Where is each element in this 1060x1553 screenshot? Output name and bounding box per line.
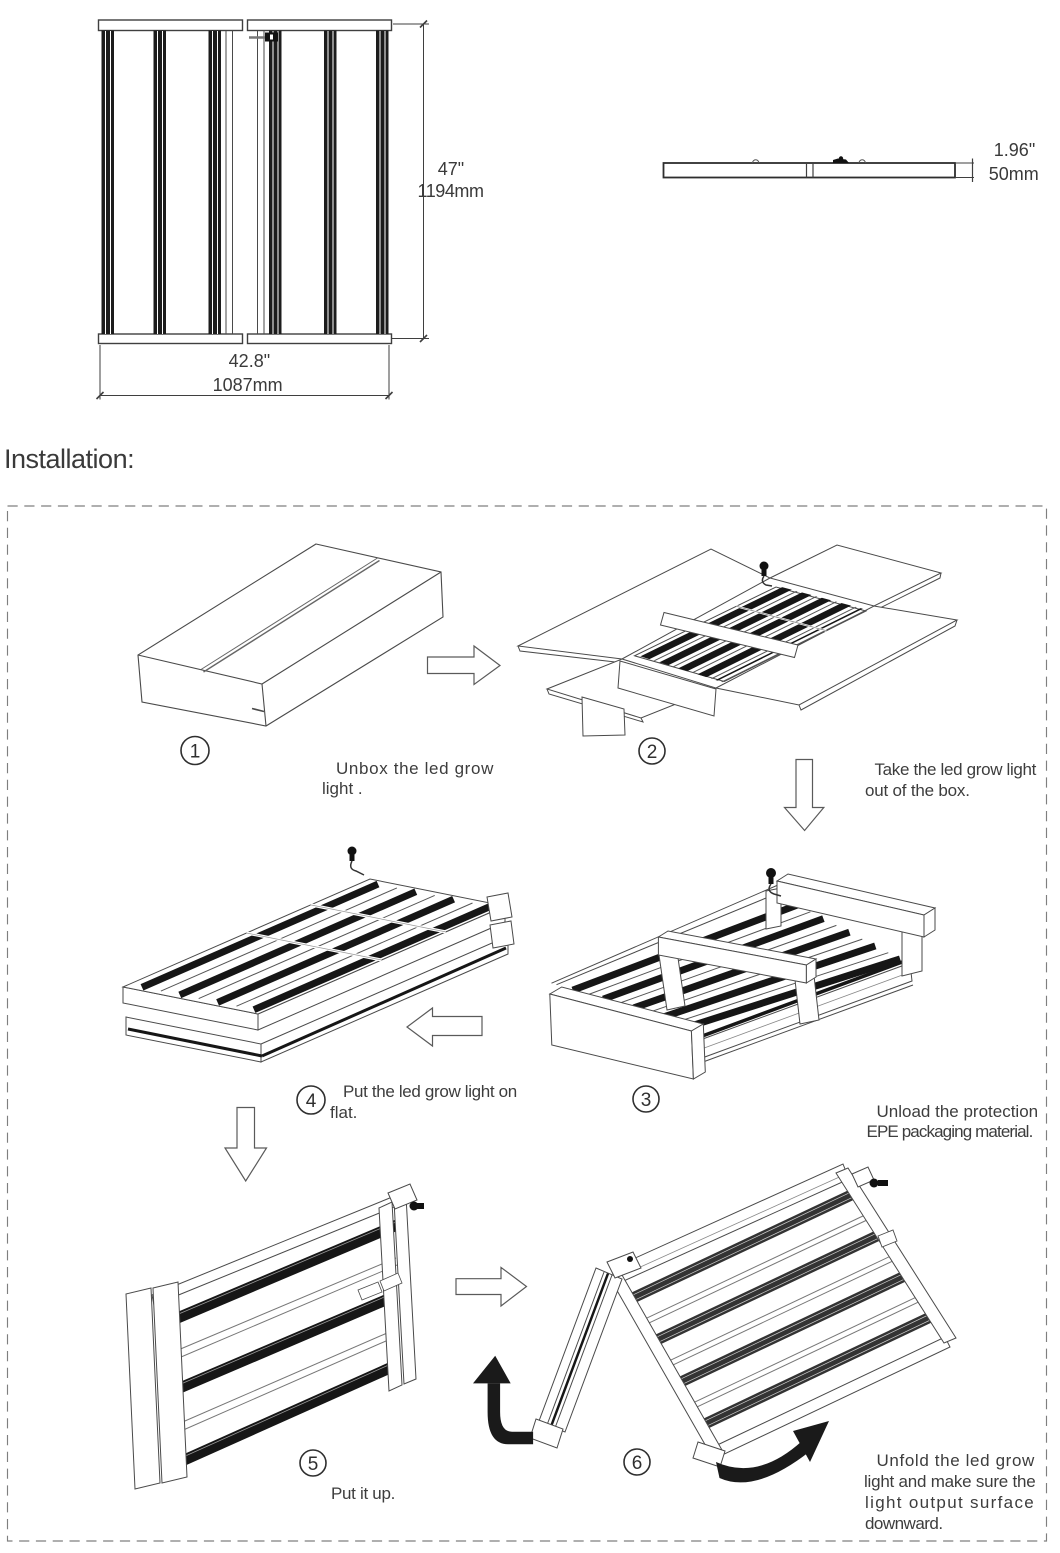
svg-text:4: 4 bbox=[306, 1091, 317, 1112]
svg-text:1: 1 bbox=[190, 742, 201, 763]
svg-text:3: 3 bbox=[641, 1090, 652, 1111]
svg-text:6: 6 bbox=[632, 1453, 643, 1474]
svg-text:5: 5 bbox=[308, 1454, 319, 1475]
svg-text:2: 2 bbox=[647, 742, 658, 763]
